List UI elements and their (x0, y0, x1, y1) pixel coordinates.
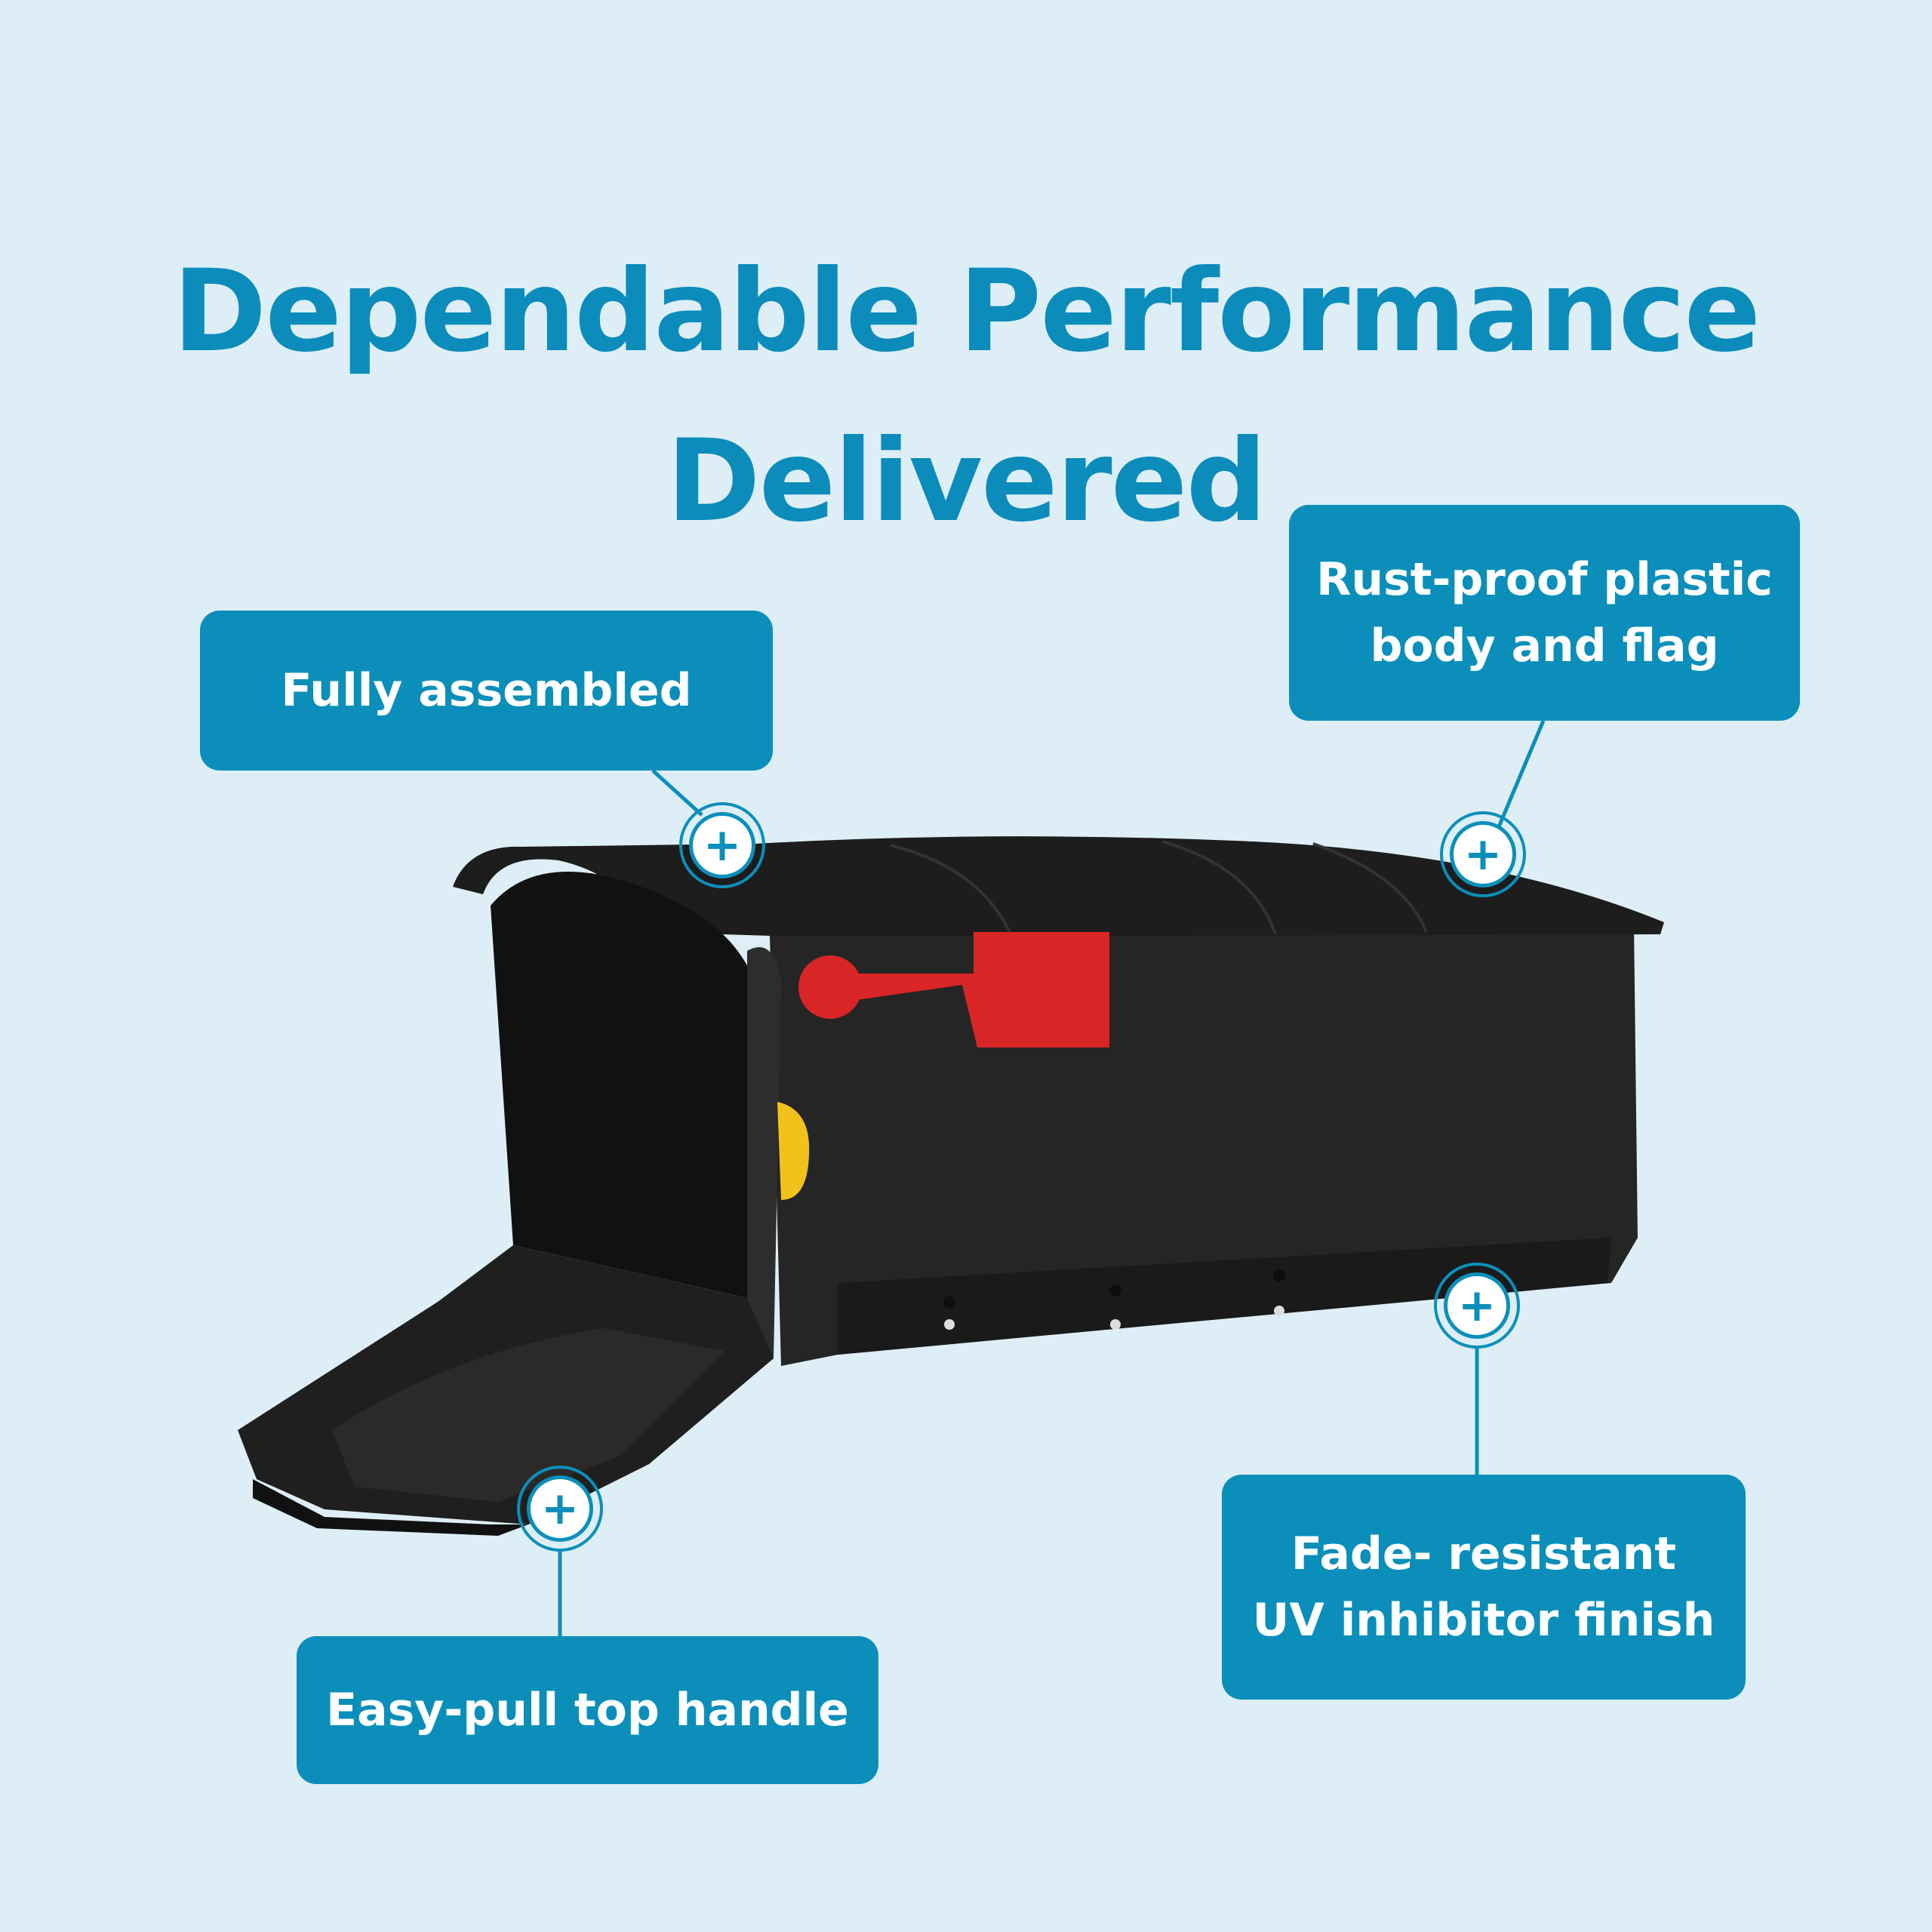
hotspot-assembled[interactable]: + (679, 802, 765, 888)
connector-line-rust (1496, 720, 1546, 829)
plus-icon: + (1450, 821, 1516, 888)
callout-text: Easy-pull top handle (326, 1684, 849, 1737)
red-flag (798, 932, 1109, 1048)
callout-rust-proof: Rust-proof plastic body and flag (1289, 505, 1800, 721)
latch (777, 1102, 810, 1200)
mailbox (238, 836, 1664, 1536)
plus-icon: + (689, 812, 755, 878)
callout-text: Fully assembled (281, 664, 692, 717)
plus-icon: + (527, 1475, 593, 1542)
headline-line-1: Dependable Performance (172, 245, 1761, 377)
hotspot-fade-resistant[interactable]: + (1434, 1263, 1520, 1349)
hotspot-rust-proof[interactable]: + (1440, 811, 1526, 897)
callout-text-line-2: UV inhibitor finish (1252, 1594, 1715, 1647)
headline-line-2: Delivered (666, 415, 1267, 547)
connector-line-assembled (651, 769, 703, 817)
mailbox-opening (491, 872, 755, 1298)
callout-text-line-1: Fade- resistant (1291, 1527, 1677, 1580)
headline: Dependable Performance Delivered (0, 227, 1932, 567)
callout-text-line-1: Rust-proof plastic (1316, 553, 1773, 606)
callout-text-line-2: body and flag (1370, 620, 1719, 672)
callout-fully-assembled: Fully assembled (200, 611, 773, 771)
hotspot-handle[interactable]: + (517, 1466, 603, 1552)
plus-icon: + (1444, 1272, 1510, 1339)
callout-fade-resistant: Fade- resistant UV inhibitor finish (1222, 1475, 1746, 1700)
callout-easy-pull-handle: Easy-pull top handle (297, 1636, 878, 1784)
